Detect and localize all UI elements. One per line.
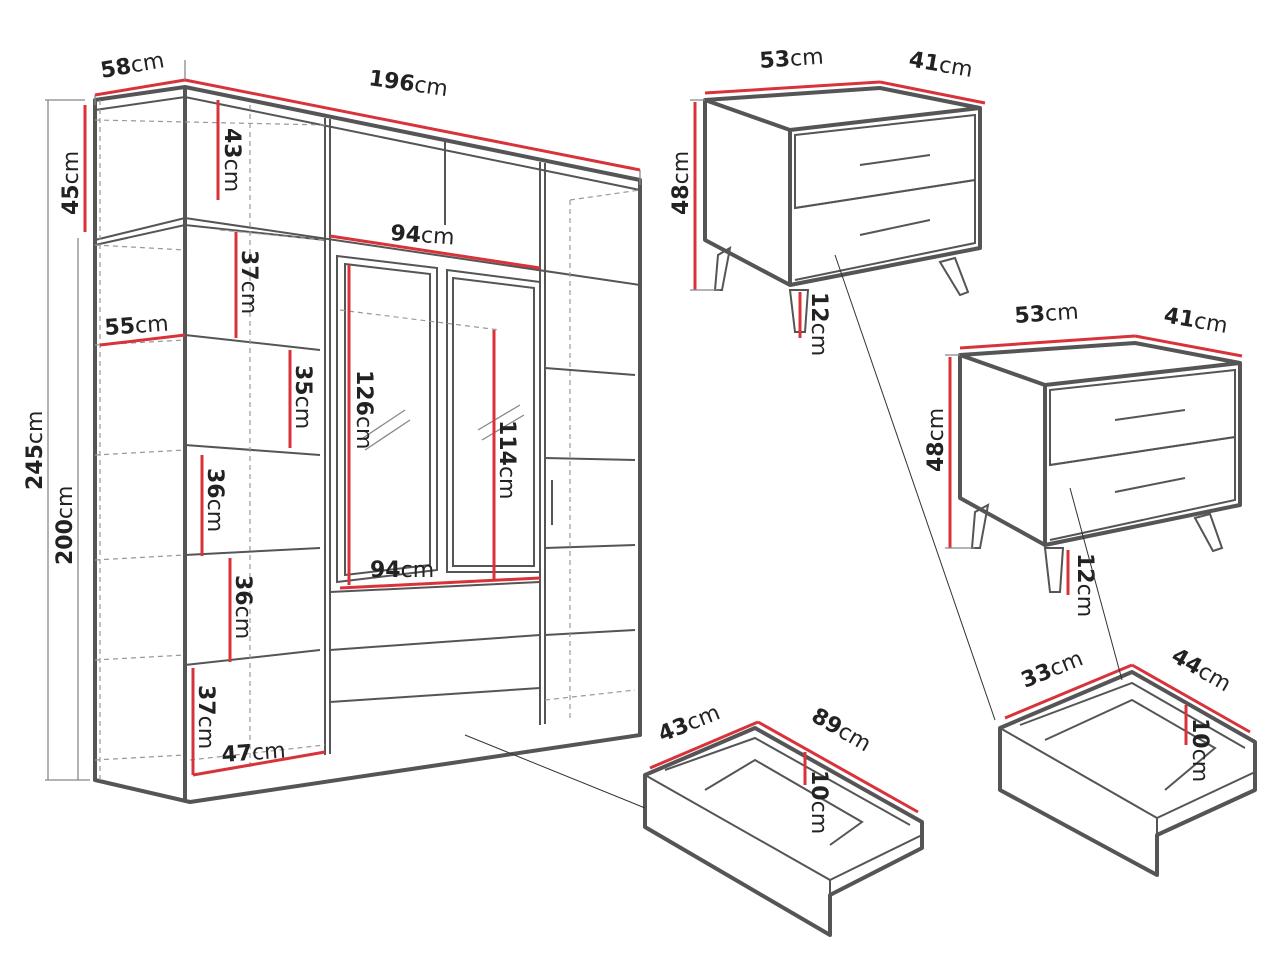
drawer-right	[998, 663, 1257, 877]
wardrobe-top-height-label: 45cm	[59, 151, 84, 215]
nightstand-bottom-width-label: 53cm	[1014, 300, 1080, 329]
nightstand-bottom-depth-label: 41cm	[1162, 303, 1230, 339]
nightstand-bottom-labels: 53cm 41cm 48cm 12cm	[924, 300, 1229, 618]
drawer-area-width-label: 94cm	[370, 558, 434, 583]
wardrobe-total-height-label: 245cm	[23, 411, 48, 490]
drawer-right-depth-label: 33cm	[1018, 646, 1087, 693]
bottom-width-label: 47cm	[221, 739, 287, 768]
nightstand-top-leg-label: 12cm	[806, 292, 831, 356]
wardrobe-dimension-labels: 58cm 196cm 45cm 245cm 200cm 43cm 94cm 55…	[23, 48, 519, 768]
drawer-left-height-label: 10cm	[806, 770, 831, 834]
wardrobe	[93, 85, 642, 804]
wardrobe-depth-label: 58cm	[99, 48, 167, 84]
shelf-1-label: 37cm	[236, 250, 261, 314]
nightstand-top	[690, 80, 986, 338]
shelf-3-label: 36cm	[202, 468, 227, 532]
shelf-width-label: 55cm	[104, 312, 170, 341]
mirror-left-height-label: 126cm	[351, 370, 376, 449]
nightstand-bottom	[945, 334, 1243, 595]
mirror-width-label: 94cm	[390, 221, 456, 250]
nightstand-top-height-label: 48cm	[669, 151, 694, 215]
wardrobe-body-height-label: 200cm	[53, 486, 78, 565]
drawer-left-width-label: 89cm	[807, 704, 875, 758]
leader-lines	[464, 254, 1123, 809]
nightstand-top-width-label: 53cm	[759, 45, 825, 74]
wardrobe-dimension-lines	[45, 60, 641, 781]
mirror-right-height-label: 114cm	[494, 420, 519, 499]
top-compartment-label: 43cm	[219, 128, 244, 192]
wardrobe-width-label: 196cm	[367, 66, 449, 102]
nightstand-top-depth-label: 41cm	[907, 47, 975, 83]
drawer-right-height-label: 10cm	[1187, 718, 1212, 782]
nightstand-bottom-leg-label: 12cm	[1072, 553, 1097, 617]
drawer-left	[643, 720, 924, 937]
shelf-4-label: 36cm	[230, 575, 255, 639]
shelf-2-label: 35cm	[290, 365, 315, 429]
nightstand-bottom-height-label: 48cm	[924, 408, 949, 472]
nightstand-top-labels: 53cm 41cm 48cm 12cm	[669, 45, 974, 357]
shelf-5-label: 37cm	[193, 685, 218, 749]
drawer-left-labels: 43cm 89cm 10cm	[655, 700, 875, 834]
